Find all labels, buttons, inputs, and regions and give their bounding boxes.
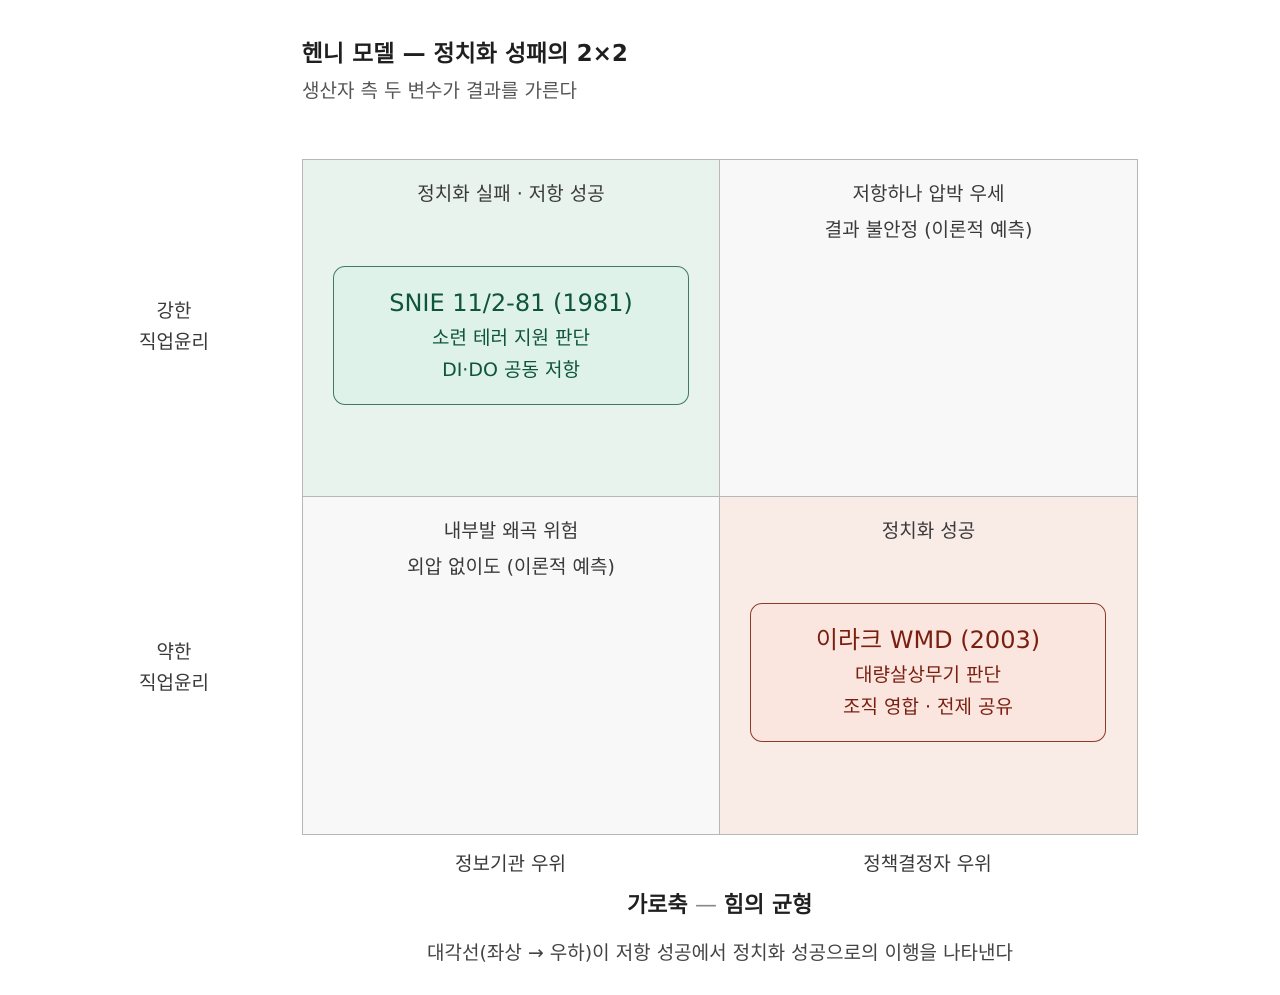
y-label-strong-line2: 직업윤리 bbox=[139, 331, 209, 353]
x-label-policymaker-dominant: 정책결정자 우위 bbox=[863, 853, 992, 875]
diagram-footnote: 대각선(좌상 → 우하)이 저항 성공에서 정치화 성공으로의 이행을 나타낸다 bbox=[427, 942, 1013, 964]
y-label-strong-ethics: 강한 직업윤리 bbox=[114, 296, 234, 358]
quadrant-bottom-left-heading1: 내부발 왜곡 위험 bbox=[443, 520, 579, 542]
quadrant-top-right-heading1: 저항하나 압박 우세 bbox=[852, 183, 1005, 205]
x-axis-title-dash: — bbox=[695, 893, 718, 918]
case-card-iraq-line2: 조직 영합 · 전제 공유 bbox=[842, 696, 1014, 718]
x-axis-title-main: 가로축 bbox=[627, 893, 689, 918]
case-card-snie-line1: 소련 테러 지원 판단 bbox=[432, 327, 590, 349]
y-label-strong-line1: 강한 bbox=[156, 300, 192, 322]
y-label-weak-line2: 직업윤리 bbox=[139, 672, 209, 694]
case-card-snie-title: SNIE 11/2-81 (1981) bbox=[389, 289, 633, 317]
case-card-iraq-title: 이라크 WMD (2003) bbox=[815, 626, 1041, 654]
quadrant-bottom-left: 내부발 왜곡 위험 외압 없이도 (이론적 예측) bbox=[303, 497, 720, 834]
diagram-title: 헨니 모델 — 정치화 성패의 2×2 bbox=[302, 41, 628, 67]
x-label-intelligence-dominant: 정보기관 우위 bbox=[455, 853, 566, 875]
quadrant-top-left-heading: 정치화 실패 · 저항 성공 bbox=[417, 183, 605, 205]
quadrant-top-right: 저항하나 압박 우세 결과 불안정 (이론적 예측) bbox=[720, 160, 1137, 497]
case-card-iraq-line1: 대량살상무기 판단 bbox=[855, 664, 1001, 686]
case-card-iraq-wmd: 이라크 WMD (2003) 대량살상무기 판단 조직 영합 · 전제 공유 bbox=[750, 603, 1106, 742]
y-label-weak-ethics: 약한 직업윤리 bbox=[114, 637, 234, 699]
quadrant-bottom-right: 정치화 성공 이라크 WMD (2003) 대량살상무기 판단 조직 영합 · … bbox=[720, 497, 1137, 834]
quadrant-bottom-right-heading: 정치화 성공 bbox=[881, 520, 976, 542]
quadrant-top-right-heading2: 결과 불안정 (이론적 예측) bbox=[824, 219, 1033, 241]
quadrant-grid: 정치화 실패 · 저항 성공 SNIE 11/2-81 (1981) 소련 테러… bbox=[302, 159, 1138, 835]
quadrant-top-left: 정치화 실패 · 저항 성공 SNIE 11/2-81 (1981) 소련 테러… bbox=[303, 160, 720, 497]
quadrant-bottom-left-heading2: 외압 없이도 (이론적 예측) bbox=[407, 556, 615, 578]
x-axis-title: 가로축 — 힘의 균형 bbox=[0, 887, 1280, 919]
case-card-snie: SNIE 11/2-81 (1981) 소련 테러 지원 판단 DI·DO 공동… bbox=[333, 266, 689, 405]
x-axis-title-sub: 힘의 균형 bbox=[724, 893, 813, 918]
case-card-snie-line2: DI·DO 공동 저항 bbox=[442, 359, 580, 381]
diagram-subtitle: 생산자 측 두 변수가 결과를 가른다 bbox=[302, 80, 577, 102]
y-label-weak-line1: 약한 bbox=[156, 641, 192, 663]
